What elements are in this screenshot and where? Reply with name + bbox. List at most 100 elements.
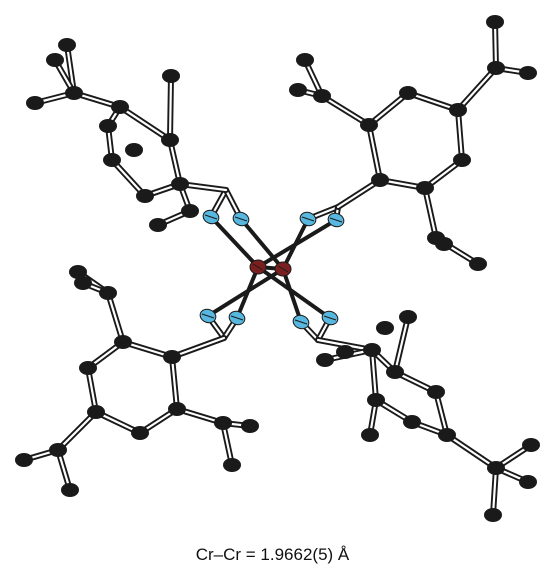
carbon-atom: [99, 119, 117, 133]
bond: [492, 19, 499, 71]
bond: [444, 432, 499, 471]
carbon-atom: [171, 177, 189, 191]
bond: [433, 389, 450, 438]
carbon-atom: [296, 53, 314, 67]
bond: [55, 409, 99, 453]
carbon-atom: [386, 365, 404, 379]
carbon-atom: [74, 276, 92, 290]
bond: [105, 290, 126, 345]
carbon-atom: [371, 173, 389, 187]
bond: [169, 354, 180, 412]
nitrogen-atom: [299, 211, 317, 227]
carbon-atom: [99, 286, 117, 300]
carbon-atom: [487, 61, 505, 75]
nitrogen-atom: [327, 212, 345, 228]
bond: [117, 104, 173, 143]
atoms-layer: [15, 15, 540, 522]
bond: [167, 73, 174, 143]
nitrogen-atom: [232, 211, 250, 227]
carbon-atom: [313, 89, 331, 103]
cr-n-bond: [281, 217, 310, 271]
bond-length-caption: Cr–Cr = 1.9662(5) Å: [195, 545, 350, 564]
carbon-atom: [161, 133, 179, 147]
carbon-atom: [519, 475, 537, 489]
carbon-atom: [336, 345, 354, 359]
carbon-atom: [49, 443, 67, 457]
nitrogen-atom: [292, 314, 310, 330]
carbon-atom: [363, 343, 381, 357]
carbon-atom: [449, 103, 467, 117]
bond: [366, 122, 383, 183]
carbon-atom: [438, 428, 456, 442]
carbon-atom: [403, 415, 421, 429]
carbon-atom: [241, 419, 259, 433]
carbon-atom: [361, 428, 379, 442]
carbon-atom: [26, 96, 44, 110]
bond: [369, 347, 379, 403]
carbon-atom: [453, 153, 471, 167]
carbon-atom: [316, 353, 334, 367]
bond: [405, 90, 461, 113]
carbon-atom: [58, 38, 76, 52]
chromium-atom: [274, 261, 292, 277]
carbon-atom: [114, 335, 132, 349]
carbon-atom: [487, 461, 505, 475]
bond: [335, 177, 383, 210]
carbon-atom: [136, 189, 154, 203]
cr-n-bond: [256, 265, 332, 320]
carbon-atom: [399, 310, 417, 324]
carbon-atom: [214, 416, 232, 430]
carbon-atom: [399, 86, 417, 100]
nitrogen-atom: [202, 209, 220, 225]
carbon-atom: [163, 350, 181, 364]
bond: [85, 365, 99, 415]
cr-n-bond: [281, 267, 303, 324]
carbon-atom: [376, 321, 394, 335]
carbon-atom: [79, 361, 97, 375]
carbon-atom: [149, 218, 167, 232]
bond: [169, 335, 227, 360]
cr-n-bond: [239, 217, 285, 271]
carbon-atom: [427, 385, 445, 399]
carbon-atom: [519, 66, 537, 80]
bond: [220, 420, 235, 468]
bond: [392, 314, 411, 375]
bond: [366, 90, 411, 128]
carbon-atom: [435, 237, 453, 251]
carbon-atom: [87, 405, 105, 419]
carbon-atom: [486, 15, 504, 29]
carbon-atom: [168, 402, 186, 416]
carbon-atom: [289, 83, 307, 97]
nitrogen-atom: [199, 308, 217, 324]
carbon-atom: [65, 86, 83, 100]
carbon-atom: [131, 426, 149, 440]
carbon-atom: [484, 508, 502, 522]
carbon-atom: [15, 453, 33, 467]
chromium-atom: [249, 259, 267, 275]
bond: [167, 137, 183, 187]
carbon-atom: [162, 69, 180, 83]
carbon-atom: [125, 143, 143, 157]
nitrogen-atom: [228, 310, 246, 326]
carbon-atom: [181, 204, 199, 218]
carbon-atom: [69, 265, 87, 279]
nitrogen-atom: [321, 310, 339, 326]
bond: [109, 157, 148, 199]
carbon-atom: [61, 483, 79, 497]
carbon-atom: [360, 118, 378, 132]
bond: [455, 65, 499, 113]
bond: [490, 465, 499, 518]
carbon-atom: [469, 257, 487, 271]
bond: [422, 185, 439, 241]
carbon-atom: [416, 181, 434, 195]
carbon-atom: [46, 53, 64, 67]
carbon-atom: [223, 458, 241, 472]
carbon-atom: [103, 153, 121, 167]
carbon-atom: [111, 100, 129, 114]
cr-n-bond: [209, 215, 260, 269]
carbon-atom: [522, 438, 540, 452]
bond: [319, 93, 372, 128]
bond: [455, 107, 465, 163]
carbon-atom: [367, 393, 385, 407]
